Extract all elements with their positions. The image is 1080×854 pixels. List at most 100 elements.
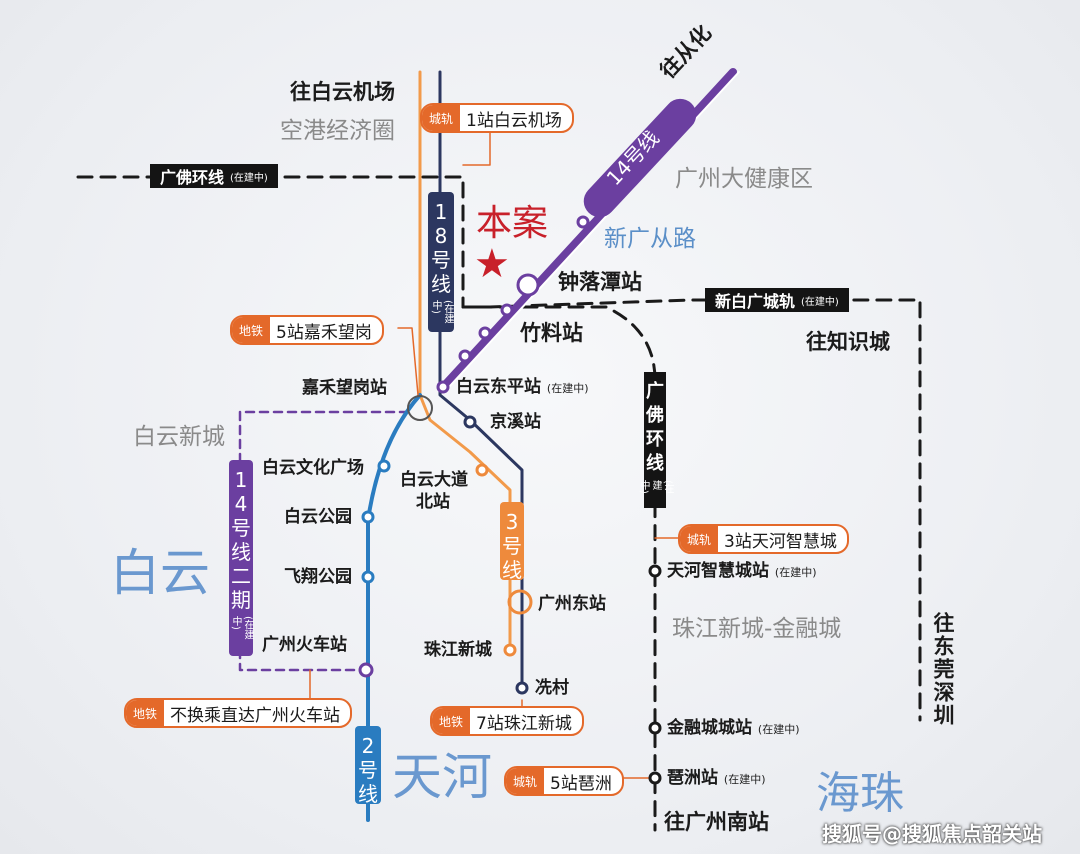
tag-text: 3站天河智慧城 (724, 531, 837, 552)
tag-text: 不换乘直达广州火车站 (170, 705, 341, 726)
tag-airport: 城轨 1站白云机场 (420, 103, 574, 133)
station-jingxi: 京溪站 (490, 412, 541, 432)
line3-char: 号 (502, 534, 522, 558)
tag-kind: 城轨 (680, 526, 719, 552)
station-zhongluotan: 钟落潭站 (558, 270, 642, 294)
line14-phase2-line (238, 410, 410, 672)
tag-kind: 地铁 (126, 700, 165, 726)
line18-char: 8 (434, 224, 448, 248)
station-pazhou: 琶洲站 (在建中) (667, 770, 766, 787)
line18-label-bar: 1 8 号 线 (在建中) (428, 192, 454, 332)
tag-text: 5站琶洲 (550, 773, 612, 794)
dest-dongguan-text: 往东莞深圳 (931, 612, 955, 727)
area-baiyun: 白云 (110, 544, 210, 602)
line14p2-char: 期 (231, 588, 251, 612)
line14p2-char: 4 (234, 492, 248, 516)
station-baiyun-gongyuan: 白云公园 (284, 507, 352, 527)
station-dot-zhujiang (503, 643, 517, 657)
guangzhou-dong-loop (507, 589, 533, 615)
tag-kind: 地铁 (432, 708, 471, 734)
xinbai-label: 新白广城轨 (715, 292, 796, 311)
station-dot-jingxi (463, 415, 477, 429)
area-zhujiang: 珠江新城-金融城 (672, 616, 842, 642)
tag-zhihui: 城轨 3站天河智慧城 (678, 524, 849, 554)
station-dot-xiancun (515, 681, 529, 695)
line18-note: (在建中) (430, 300, 453, 324)
station-tianhe-zhihui-name: 天河智慧城站 (667, 561, 769, 581)
area-baiyun-xincheng: 白云新城 (133, 424, 225, 450)
tag-huochezhan: 地铁 不换乘直达广州火车站 (124, 698, 353, 728)
area-dajiankang: 广州大健康区 (675, 166, 813, 192)
station-dot-gongyuan (361, 510, 375, 524)
station-zhujiang-xincheng: 珠江新城 (424, 640, 492, 660)
xinbai-note: (在建中) (801, 296, 839, 308)
tag-text: 1站白云机场 (466, 110, 562, 131)
guangfo-char: 线 (646, 453, 664, 474)
tag-kind: 城轨 (506, 768, 545, 794)
project-star-icon: ★ (474, 241, 510, 287)
station-tianhe-zhihui-note: (在建中) (774, 566, 817, 579)
station-dot-dongping (436, 380, 450, 394)
guangfo-ring-label: 广佛环线 (160, 168, 225, 187)
guangfo-char: 佛 (646, 405, 664, 426)
station-pazhou-name: 琶洲站 (667, 768, 718, 788)
watermark: 搜狐号@搜狐焦点韶关站 (822, 822, 1042, 846)
line2-char: 2 (361, 734, 375, 758)
station-baiyun-dongping-note: (在建中) (546, 382, 589, 395)
station-dot-zhongluotan (516, 273, 540, 297)
station-jiahe: 嘉禾望岗站 (302, 378, 387, 398)
line3-label-bar: 3 号 线 (500, 502, 524, 582)
station-baiyun-dongping-name: 白云东平站 (456, 377, 541, 397)
dest-airport: 往白云机场 (290, 80, 395, 104)
station-dot-pazhou (648, 771, 662, 785)
station-feixiang: 飞翔公园 (284, 567, 352, 587)
xinbai-line (461, 298, 922, 722)
xinbai-box: 新白广城轨 (在建中) (705, 288, 849, 312)
line14p2-char: 线 (231, 540, 251, 564)
station-pazhou-note: (在建中) (723, 773, 766, 786)
station-baiyun-wenhua: 白云文化广场 (262, 458, 364, 478)
station-guangzhou-dong: 广州东站 (538, 594, 606, 614)
line14p2-char: 1 (234, 468, 248, 492)
area-haizhu: 海珠 (816, 768, 904, 819)
station-dot-wenhua (377, 459, 391, 473)
station-dot-feixiang (361, 570, 375, 584)
line2-char: 号 (358, 758, 378, 782)
guangfo-vertical-label: 广 佛 环 线 (在建中) (638, 372, 673, 508)
line14p2-note: (在建中) (230, 616, 253, 640)
project-label: 本案 (476, 203, 549, 244)
station-jinrongcheng-note: (在建中) (757, 723, 800, 736)
dest-zhishicheng: 往知识城 (806, 330, 890, 354)
guangfo-char: 环 (646, 429, 664, 450)
station-tianhe-zhihui: 天河智慧城站 (在建中) (667, 563, 817, 580)
line2-label-bar: 2 号 线 (355, 726, 381, 806)
line18-char: 号 (431, 248, 451, 272)
guangfo-char: 广 (646, 381, 664, 402)
tag-zhujiang: 地铁 7站珠江新城 (430, 706, 584, 736)
station-huochezhan: 广州火车站 (262, 635, 347, 655)
station-dot-zhihui (648, 564, 662, 578)
area-kongang: 空港经济圈 (280, 118, 395, 144)
line2-char: 线 (358, 782, 378, 806)
guangfo-ring-box: 广佛环线 (在建中) (150, 164, 278, 188)
station-xiancun: 冼村 (535, 678, 569, 698)
station-dot-baiyun-dadao (475, 463, 489, 477)
dest-guangzhou-south: 往广州南站 (664, 810, 769, 834)
line18-char: 1 (434, 200, 448, 224)
area-tianhe: 天河 (392, 748, 492, 806)
tag-text: 7站珠江新城 (476, 713, 572, 734)
line3-char: 3 (505, 510, 519, 534)
station-zhuliao: 竹料站 (520, 321, 583, 345)
guangfo-ring-note: (在建中) (230, 172, 268, 184)
dest-dongguan: 往东莞深圳 (930, 612, 955, 727)
line3-char: 线 (502, 558, 522, 582)
area-xinguangcong: 新广从路 (604, 226, 696, 252)
station-baiyun-dadao-line2: 北站 (416, 492, 450, 512)
station-baiyun-dongping: 白云东平站 (在建中) (456, 379, 589, 396)
line14-phase2-label-bar: 1 4 号 线 二 期 (在建中) (229, 460, 253, 656)
line14-label-bar (583, 98, 697, 218)
tag-pazhou: 城轨 5站琶洲 (504, 766, 624, 796)
tag-kind: 城轨 (422, 105, 461, 131)
guangfo-note: (在建中) (638, 480, 673, 494)
